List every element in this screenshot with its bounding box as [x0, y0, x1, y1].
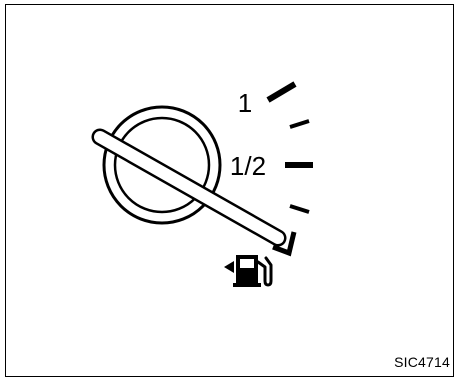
figure-code: SIC4714: [394, 354, 450, 370]
fuel-pump-icon: [233, 255, 271, 287]
label-full: 1: [238, 88, 252, 118]
tick-full: [268, 84, 295, 100]
tick-quarter: [290, 206, 309, 212]
label-half: 1/2: [230, 151, 266, 181]
tick-three-quarter: [290, 121, 309, 127]
left-arrow-icon: [224, 261, 234, 273]
